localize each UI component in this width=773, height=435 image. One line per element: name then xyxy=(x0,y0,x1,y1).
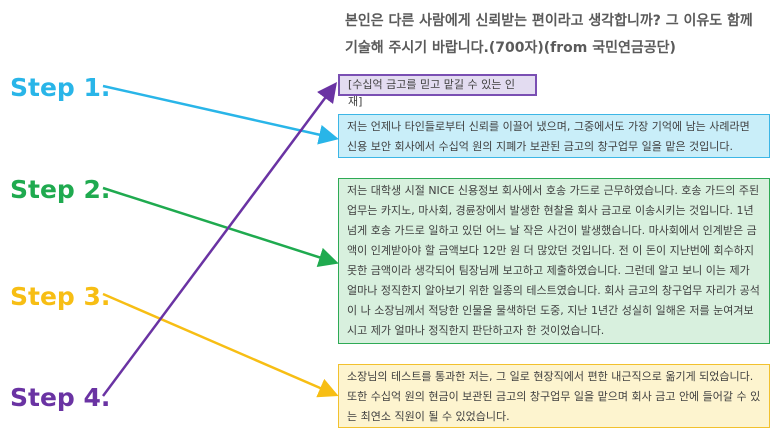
paragraph-2-text: 저는 대학생 시절 NICE 신용정보 회사에서 호송 가드로 근무하였습니다.… xyxy=(347,184,760,337)
step-3-label: Step 3. xyxy=(10,282,111,311)
paragraph-box-2: 저는 대학생 시절 NICE 신용정보 회사에서 호송 가드로 근무하였습니다.… xyxy=(338,178,770,344)
keyword-text: [수십억 금고를 믿고 맡길 수 있는 인재] xyxy=(348,78,515,108)
step-3-arrow xyxy=(102,292,339,398)
step-2-arrow xyxy=(102,186,339,267)
step-4-label: Step 4. xyxy=(10,383,111,412)
step-2-label: Step 2. xyxy=(10,175,111,204)
step-1-arrow xyxy=(102,84,339,145)
step-1-label: Step 1. xyxy=(10,73,111,102)
paragraph-box-1: 저는 언제나 타인들로부터 신뢰를 이끌어 냈으며, 그중에서도 가장 기억에 … xyxy=(338,114,770,158)
step-4-arrow xyxy=(101,81,337,397)
keyword-box: [수십억 금고를 믿고 맡길 수 있는 인재] xyxy=(338,74,537,108)
paragraph-1-text: 저는 언제나 타인들로부터 신뢰를 이끌어 냈으며, 그중에서도 가장 기억에 … xyxy=(347,120,750,153)
paragraph-box-3: 소장님의 테스트를 통과한 저는, 그 일로 현장직에서 편한 내근직으로 옮기… xyxy=(338,364,770,428)
question-text: 본인은 다른 사람에게 신뢰받는 편이라고 생각합니까? 그 이유도 함께 기술… xyxy=(345,13,753,56)
paragraph-3-text: 소장님의 테스트를 통과한 저는, 그 일로 현장직에서 편한 내근직으로 옮기… xyxy=(347,370,761,423)
